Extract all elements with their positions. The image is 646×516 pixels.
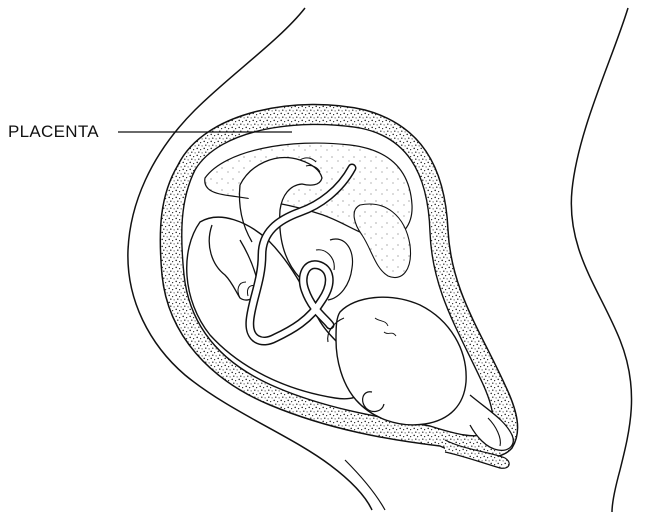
thigh-line	[345, 460, 385, 510]
back-outline	[571, 8, 631, 512]
placenta-label: PLACENTA	[8, 122, 99, 142]
